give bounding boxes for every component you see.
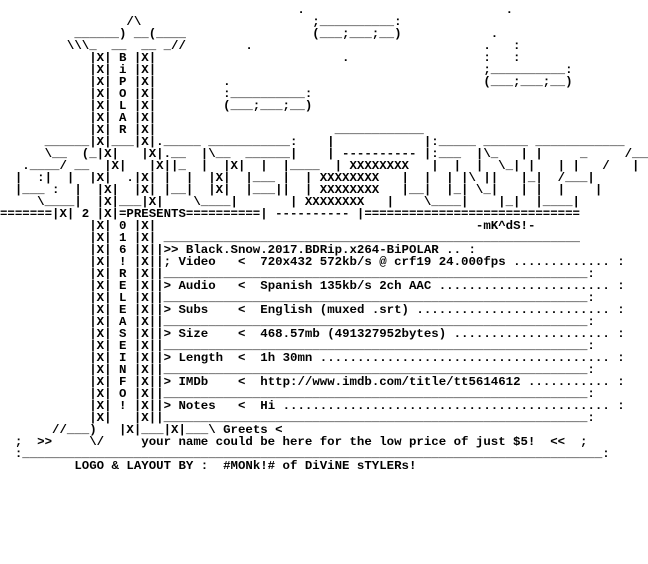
- logo-art-line: .____/ __ |X| |X||_ | |X| | |____ | XXXX…: [0, 159, 640, 173]
- field-value-size: 468.57mb (491327952bytes): [260, 327, 447, 341]
- logo-art-line: \\\_ __ __ _// . . :: [0, 39, 521, 53]
- field-label-audio: Audio: [178, 279, 231, 293]
- logo-art-line: . .: [0, 3, 514, 17]
- logo-art-line: =======|X| 2 |X|=PRESENTS==========| ---…: [0, 207, 580, 221]
- logo-art-line: ______) __(____ (___;___;__) .: [0, 27, 499, 41]
- logo-art-line: |X| i |X| ;__________:: [0, 63, 573, 77]
- logo-art-line: | :| | |X| .|X| | | |X| |___ | | XXXXXXX…: [0, 171, 595, 185]
- field-value-audio: Spanish 135kb/s 2ch AAC: [260, 279, 432, 293]
- logo-art-line: |___ : | |X| |X| |__| |X| |___|| | XXXXX…: [0, 183, 603, 197]
- field-value-imdb: http://www.imdb.com/title/tt5614612: [260, 375, 521, 389]
- field-value-notes: Hi: [260, 399, 276, 413]
- logo-art-line: \____| |X|___|X| \____| | XXXXXXXX | \__…: [0, 195, 580, 209]
- logo-art-line: /\ ;__________:: [0, 15, 402, 29]
- field-label-subs: Subs: [178, 303, 231, 317]
- field-label-notes: Notes: [178, 399, 231, 413]
- field-label-length: Length: [178, 351, 231, 365]
- field-label-video: Video: [178, 255, 231, 269]
- release-title: Black.Snow.2017.BDRip.x264-BiPOLAR: [185, 243, 439, 257]
- logo-art-line: \__ (_|X| |X|.__ |\__ ______| | --------…: [0, 147, 648, 161]
- field-value-length: 1h 30mn: [260, 351, 313, 365]
- logo-art-line: |X| P |X| . (___;___;__): [0, 75, 573, 89]
- logo-art-line: |X| B |X| . : :: [0, 51, 521, 65]
- logo-art-line: |X| R |X| ____________: [0, 123, 424, 137]
- release-signature: -mK^dS!-: [475, 219, 536, 233]
- footer-promo: your name could be here for the low pric…: [141, 435, 536, 449]
- field-value-subs: English (muxed .srt): [260, 303, 409, 317]
- logo-art-line: ______|X|___|X|._____ ___________: | |:_…: [0, 135, 625, 149]
- footer-credit: LOGO & LAYOUT BY : #MONk!# of DiViNE sTY…: [74, 459, 417, 473]
- field-label-size: Size: [178, 327, 231, 341]
- field-label-greets: Greets <: [223, 423, 283, 437]
- field-value-video: 720x432 572kb/s @ crf19 24.000fps: [260, 255, 506, 269]
- field-label-imdb: IMDb: [178, 375, 231, 389]
- logo-art-line: |X| A |X|: [0, 111, 157, 125]
- logo-art-line: |X| L |X| (___;___;__): [0, 99, 313, 113]
- logo-art-line: |X| O |X| :__________:: [0, 87, 313, 101]
